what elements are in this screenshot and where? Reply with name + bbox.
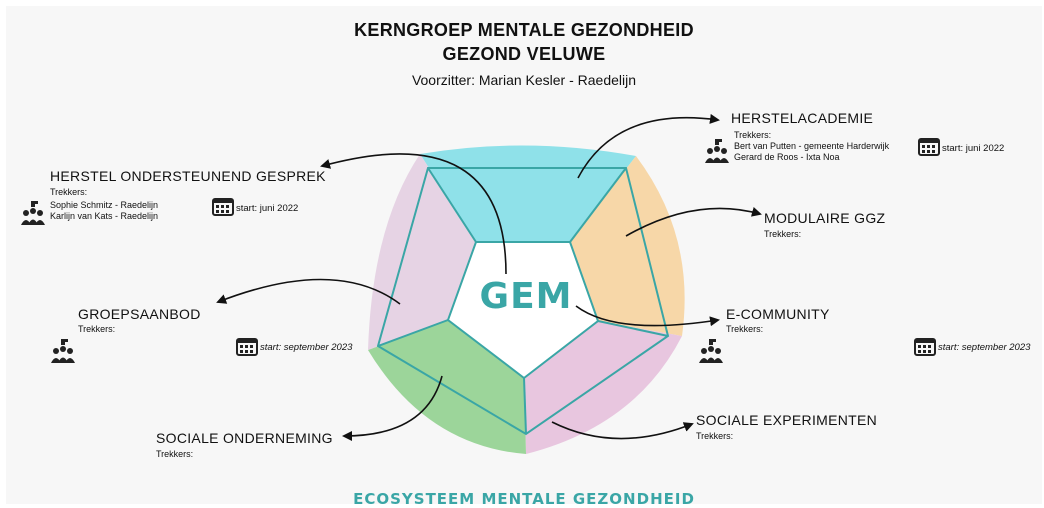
sociale-onderneming-title: SOCIALE ONDERNEMING — [156, 430, 333, 446]
herstelacademie-person-1: Bert van Putten - gemeente Harderwijk — [734, 141, 890, 151]
diagram-canvas: KERNGROEP MENTALE GEZONDHEID GEZOND VELU… — [6, 6, 1042, 508]
herstelacademie-start: start: juni 2022 — [942, 143, 1005, 154]
title-line-2: GEZOND VELUWE — [442, 44, 606, 64]
arrow-herstelacademie — [577, 113, 720, 179]
arrow-sociale-experimenten — [551, 421, 694, 440]
herstel-gesprek-title: HERSTEL ONDERSTEUNEND GESPREK — [50, 168, 326, 184]
herstel-gesprek-person-1: Sophie Schmitz - Raedelijn — [50, 200, 159, 210]
subtitle: Voorzitter: Marian Kesler - Raedelijn — [411, 72, 637, 88]
people-group-icon — [699, 339, 723, 363]
herstelacademie-title: HERSTELACADEMIE — [731, 110, 874, 126]
people-group-icon — [21, 201, 45, 225]
herstelacademie-trekkers: Trekkers: — [734, 130, 772, 140]
outer-pentagon — [376, 167, 670, 436]
sociale-experimenten-trekkers: Trekkers: — [696, 431, 734, 441]
sociale-experimenten-title: SOCIALE EXPERIMENTEN — [696, 412, 878, 428]
title-line-1: KERNGROEP MENTALE GEZONDHEID — [354, 20, 694, 40]
e-community-trekkers: Trekkers: — [726, 324, 764, 334]
inner-pentagon — [446, 241, 600, 380]
groepsaanbod-start: start: september 2023 — [260, 342, 353, 353]
arrow-modulaire-ggz — [625, 207, 762, 237]
modulaire-ggz-title: MODULAIRE GGZ — [764, 210, 886, 226]
arrow-e-community — [575, 305, 720, 327]
e-community-title: E-COMMUNITY — [726, 306, 830, 322]
calendar-icon — [918, 138, 940, 156]
calendar-icon — [236, 338, 258, 356]
arrow-herstel-gesprek — [320, 153, 507, 275]
modulaire-ggz-trekkers: Trekkers: — [764, 229, 802, 239]
herstel-gesprek-person-2: Karlijn van Kats - Raedelijn — [50, 211, 159, 221]
arrow-sociale-onderneming — [342, 375, 443, 441]
groepsaanbod-title: GROEPSAANBOD — [78, 306, 201, 322]
sociale-onderneming-trekkers: Trekkers: — [156, 449, 194, 459]
center-label: GEM — [479, 276, 573, 317]
herstel-gesprek-trekkers: Trekkers: — [50, 187, 88, 197]
herstelacademie-person-2: Gerard de Roos - Ixta Noa — [734, 152, 840, 162]
people-group-icon — [705, 139, 729, 163]
e-community-start: start: september 2023 — [938, 342, 1031, 353]
calendar-icon — [212, 198, 234, 216]
groepsaanbod-trekkers: Trekkers: — [78, 324, 116, 334]
people-group-icon — [51, 339, 75, 363]
pentagon-diagram — [216, 113, 762, 454]
calendar-icon — [914, 338, 936, 356]
footer-label: ECOSYSTEEM MENTALE GEZONDHEID — [353, 490, 695, 508]
herstel-gesprek-start: start: juni 2022 — [236, 203, 299, 214]
arrow-groepsaanbod — [216, 278, 401, 305]
